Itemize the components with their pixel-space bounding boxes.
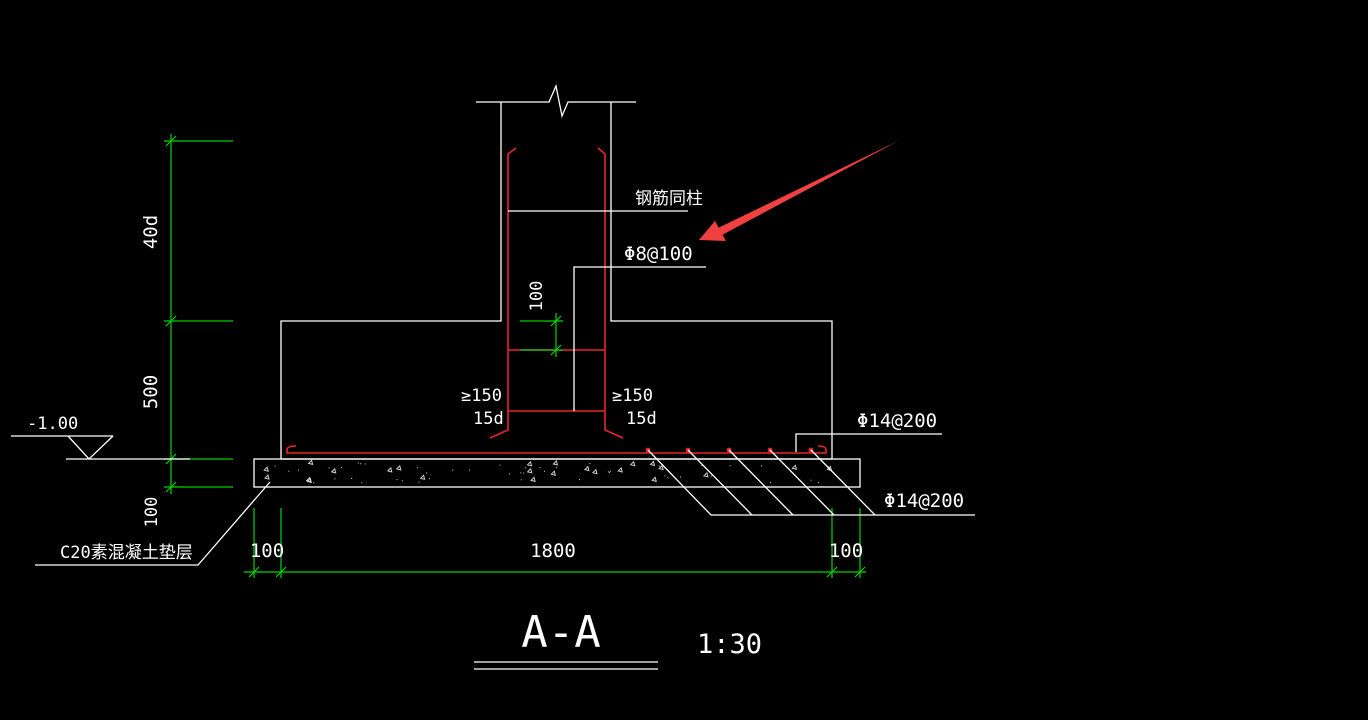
column-bar-right (597, 147, 624, 439)
hook-left-len-label: 15d (473, 409, 504, 429)
dim-left-label: 100 (250, 540, 284, 562)
elevation-label: -1.00 (27, 414, 78, 434)
bottom-bar (286, 445, 827, 454)
cushion-leader (35, 481, 271, 566)
bar-upper-label: Φ14@200 (857, 410, 937, 432)
title-underline (474, 661, 658, 670)
cushion-label: C20素混凝土垫层 (60, 543, 193, 563)
hook-right-min-label: ≥150 (612, 386, 653, 406)
hook-right-len-label: 15d (626, 409, 657, 429)
rebar (286, 147, 827, 454)
dim-100-lower-label: 100 (142, 497, 162, 528)
dimensions (164, 134, 866, 578)
stirrup-label: Φ8@100 (624, 243, 693, 265)
column-break-line (476, 83, 636, 119)
stirrup-leader (573, 266, 706, 411)
bar-lower-label: Φ14@200 (884, 490, 964, 512)
scale-label: 1:30 (697, 629, 762, 660)
dim-500-label: 500 (140, 375, 162, 409)
dim-100-upper-label: 100 (527, 281, 547, 312)
footing-outline (280, 83, 833, 460)
elevation-symbol (11, 435, 190, 460)
dim-40d-label: 40d (140, 215, 162, 249)
annotation-arrow (699, 140, 900, 241)
cushion-layer (253, 458, 861, 488)
bar-upper-leader (795, 433, 942, 452)
leaders (11, 210, 975, 670)
bar-lower-leader (647, 449, 975, 516)
dim-right-label: 100 (829, 540, 863, 562)
column-bar-left (489, 147, 517, 439)
section-title: A-A (521, 607, 600, 658)
column-note-label: 钢筋同柱 (635, 189, 703, 209)
hook-left-min-label: ≥150 (461, 386, 502, 406)
dim-width-label: 1800 (530, 540, 576, 562)
